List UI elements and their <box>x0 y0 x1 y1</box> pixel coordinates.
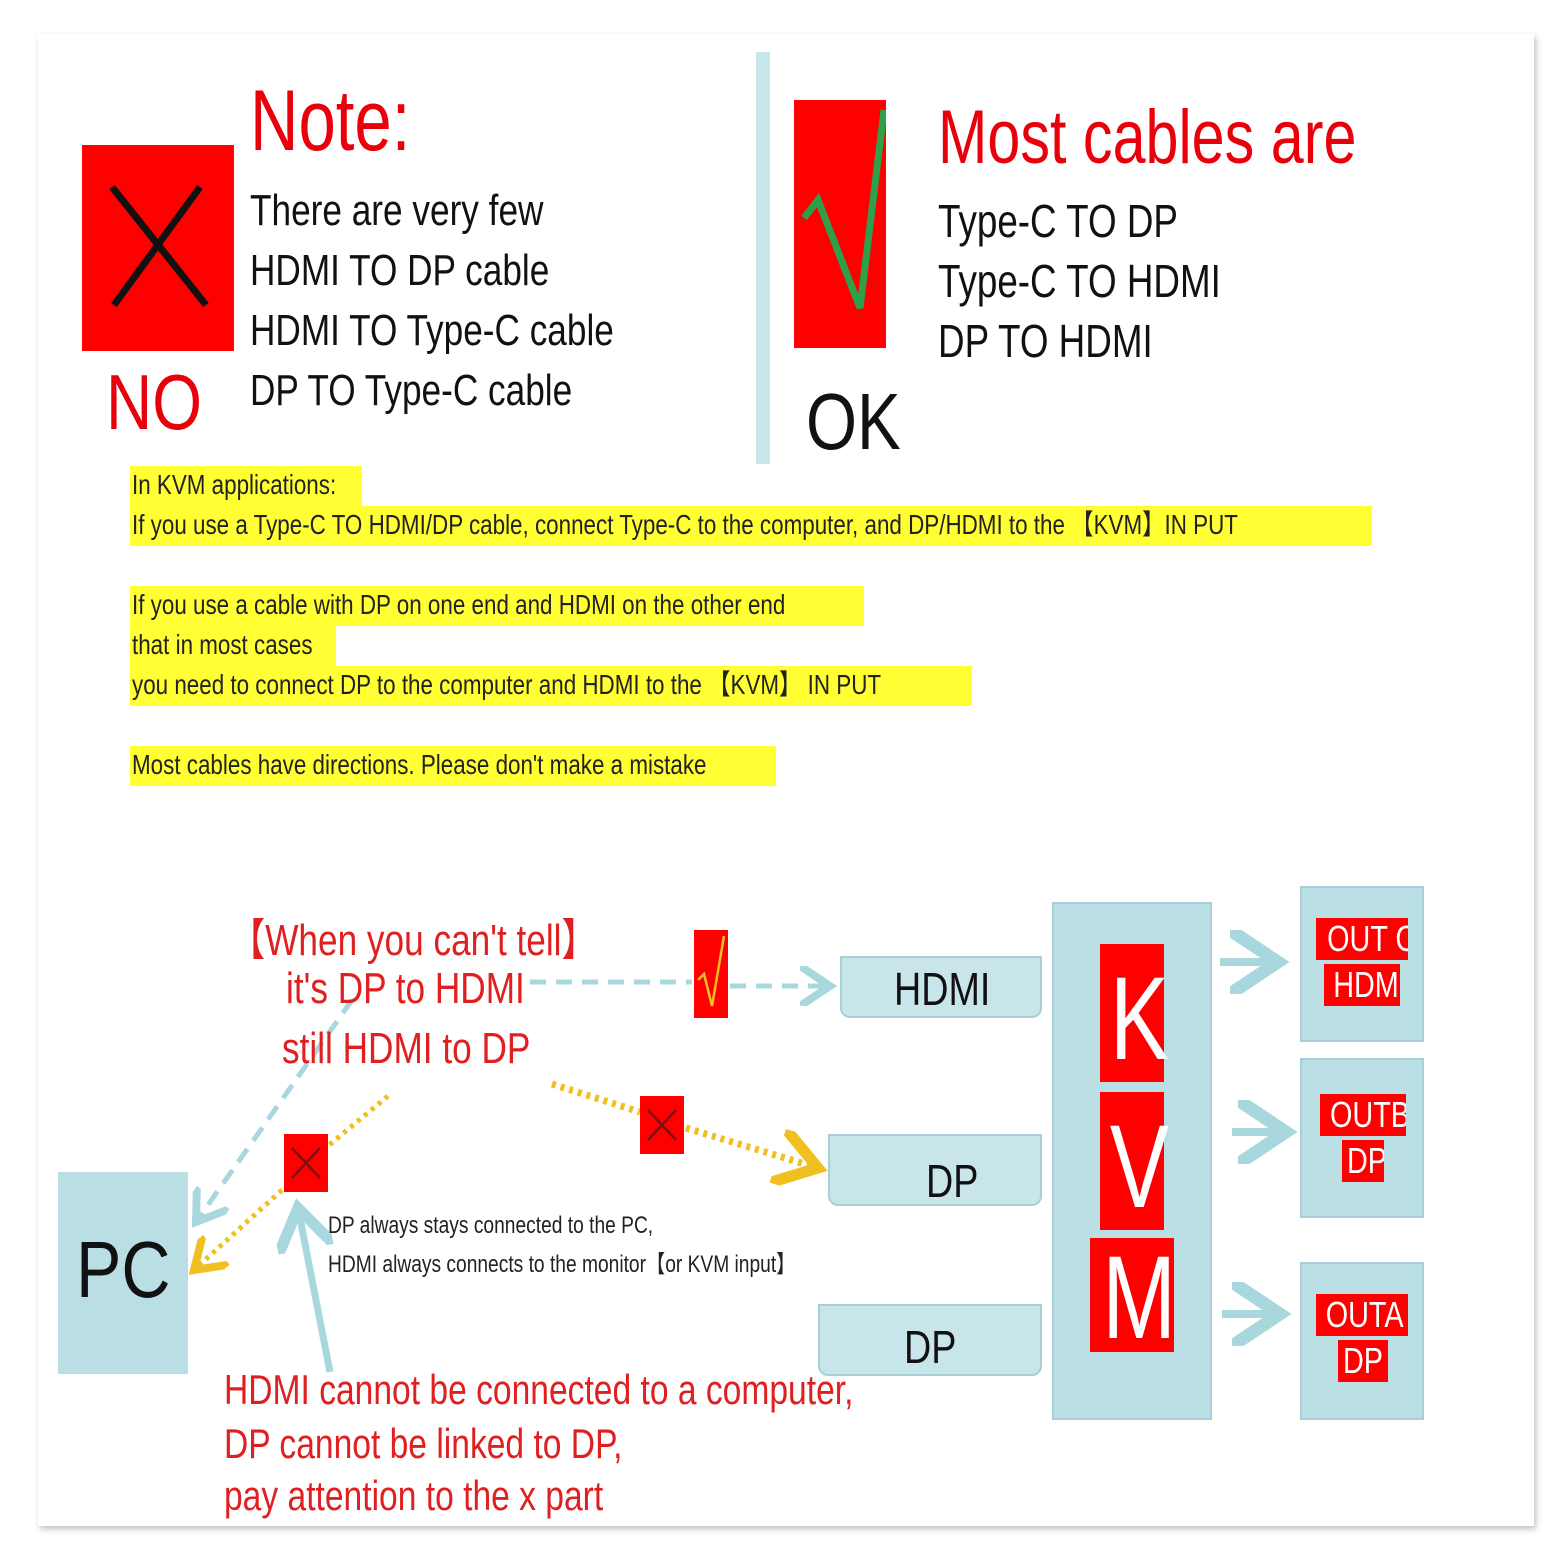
pc-label: PC <box>76 1225 171 1314</box>
no-line-4: DP TO Type-C cable <box>250 366 573 415</box>
check-icon <box>801 109 888 310</box>
no-line-3: HDMI TO Type-C cable <box>250 306 614 355</box>
x-marker-dp <box>640 1096 684 1154</box>
output-a-label-1: OUTA <box>1316 1294 1408 1336</box>
kvm-letter-m: M <box>1090 1238 1176 1358</box>
output-b-label-1: OUTB <box>1320 1094 1406 1136</box>
question-line-1: 【When you can't tell】 <box>230 916 597 965</box>
output-a-label-2: DP <box>1338 1340 1388 1382</box>
no-line-2: HDMI TO DP cable <box>250 246 550 295</box>
question-line-3: still HDMI to DP <box>282 1024 531 1073</box>
kvm-note-heading: In KVM applications: <box>130 466 362 506</box>
arrow-to-pc-blue <box>196 998 355 1222</box>
kvm-note-typec: If you use a Type-C TO HDMI/DP cable, co… <box>130 506 1372 546</box>
output-c-label-1: OUT C <box>1316 918 1408 960</box>
rule-note-2: HDMI always connects to the monitor【or K… <box>328 1251 796 1278</box>
output-a-box: OUTA DP <box>1300 1262 1424 1420</box>
output-b-label-2: DP <box>1342 1140 1384 1182</box>
ok-line-3: DP TO HDMI <box>938 315 1153 367</box>
output-c-box: OUT C HDMI <box>1300 886 1424 1042</box>
section-divider <box>756 52 770 464</box>
port-hdmi: HDMI <box>840 956 1042 1018</box>
no-line-1: There are very few <box>250 186 544 235</box>
kvm-letter-v: V <box>1100 1092 1169 1233</box>
warning-line-2: DP cannot be linked to DP, <box>224 1420 623 1467</box>
arrow-to-x-yellow <box>550 1080 642 1116</box>
arrow-yellow-upper <box>326 1094 390 1148</box>
kvm-note-dp-hdmi-1: If you use a cable with DP on one end an… <box>130 586 864 626</box>
arrow-to-dp-yellow <box>684 1124 818 1168</box>
arrow-to-pc-yellow <box>194 1188 284 1270</box>
kvm-note-dp-hdmi-2: that in most cases <box>130 626 336 666</box>
no-label: NO <box>106 358 202 446</box>
check-icon <box>697 935 726 1007</box>
kvm-note-directions: Most cables have directions. Please don'… <box>130 746 776 786</box>
ok-label: OK <box>806 377 901 466</box>
pc-box <box>58 1172 188 1374</box>
x-marker-pc <box>284 1134 328 1192</box>
cross-icon <box>109 184 209 308</box>
cross-icon <box>291 1147 321 1179</box>
rule-note-1: DP always stays connected to the PC, <box>328 1212 654 1239</box>
most-cables-title: Most cables are <box>938 95 1357 180</box>
ok-line-2: Type-C TO HDMI <box>938 255 1221 307</box>
question-line-2: it's DP to HDMI <box>286 964 525 1013</box>
check-marker <box>694 930 728 1018</box>
output-c-label-2: HDMI <box>1324 964 1400 1006</box>
cross-icon <box>647 1109 677 1141</box>
arrow-to-x-blue <box>298 1208 330 1373</box>
warning-line-3: pay attention to the x part <box>224 1472 604 1519</box>
ok-line-1: Type-C TO DP <box>938 195 1178 247</box>
no-cross-box <box>82 145 234 351</box>
port-dp-2: DP <box>818 1304 1042 1376</box>
kvm-box: K V M <box>1052 902 1212 1420</box>
ok-check-box <box>794 100 888 348</box>
port-dp-1: DP <box>828 1134 1042 1207</box>
output-b-box: OUTB DP <box>1300 1058 1424 1218</box>
note-title: Note: <box>250 73 411 169</box>
kvm-note-dp-hdmi-3: you need to connect DP to the computer a… <box>130 666 972 706</box>
warning-line-1: HDMI cannot be connected to a computer, <box>224 1366 854 1413</box>
kvm-letter-k: K <box>1100 944 1169 1085</box>
